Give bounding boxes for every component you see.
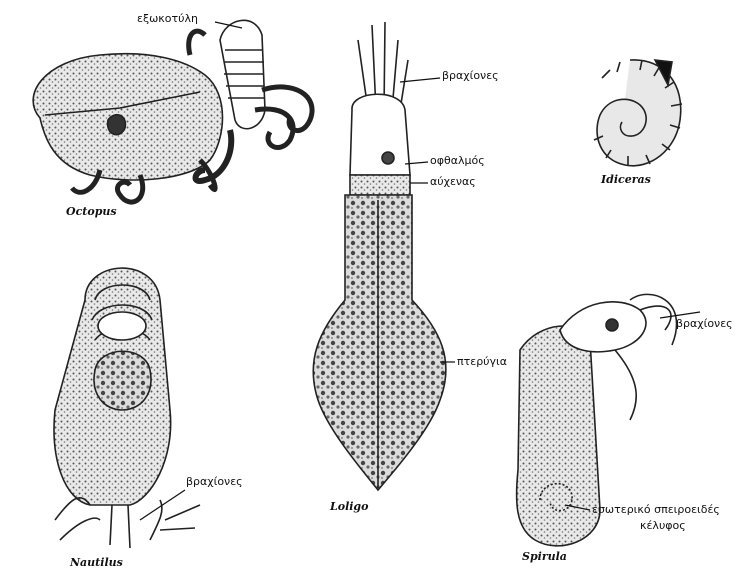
octopus-drawing (33, 20, 312, 202)
label-pterygia: πτερύγια (457, 356, 507, 368)
label-brachiones-nautilus: βραχίονες (186, 476, 243, 488)
label-brachiones-spirula: βραχίονες (676, 318, 733, 330)
label-shell-line1: εσωτερικό σπειροειδές (592, 504, 720, 516)
caption-spirula: Spirula (522, 550, 567, 563)
label-shell-line2: κέλυφος (640, 520, 686, 532)
idiceras-drawing (594, 60, 682, 166)
label-brachiones-loligo: βραχίονες (442, 70, 499, 82)
caption-idiceras: Idiceras (601, 173, 651, 186)
label-afchenas: αύχενας (430, 176, 476, 188)
leader-lines (140, 22, 700, 520)
caption-nautilus: Nautilus (70, 556, 123, 569)
caption-octopus: Octopus (66, 205, 117, 218)
label-exokotyli: εξωκοτύλη (137, 13, 198, 25)
caption-loligo: Loligo (330, 500, 368, 513)
loligo-drawing (313, 22, 446, 490)
nautilus-drawing (54, 268, 200, 548)
label-ofthalmos: οφθαλμός (430, 155, 485, 167)
